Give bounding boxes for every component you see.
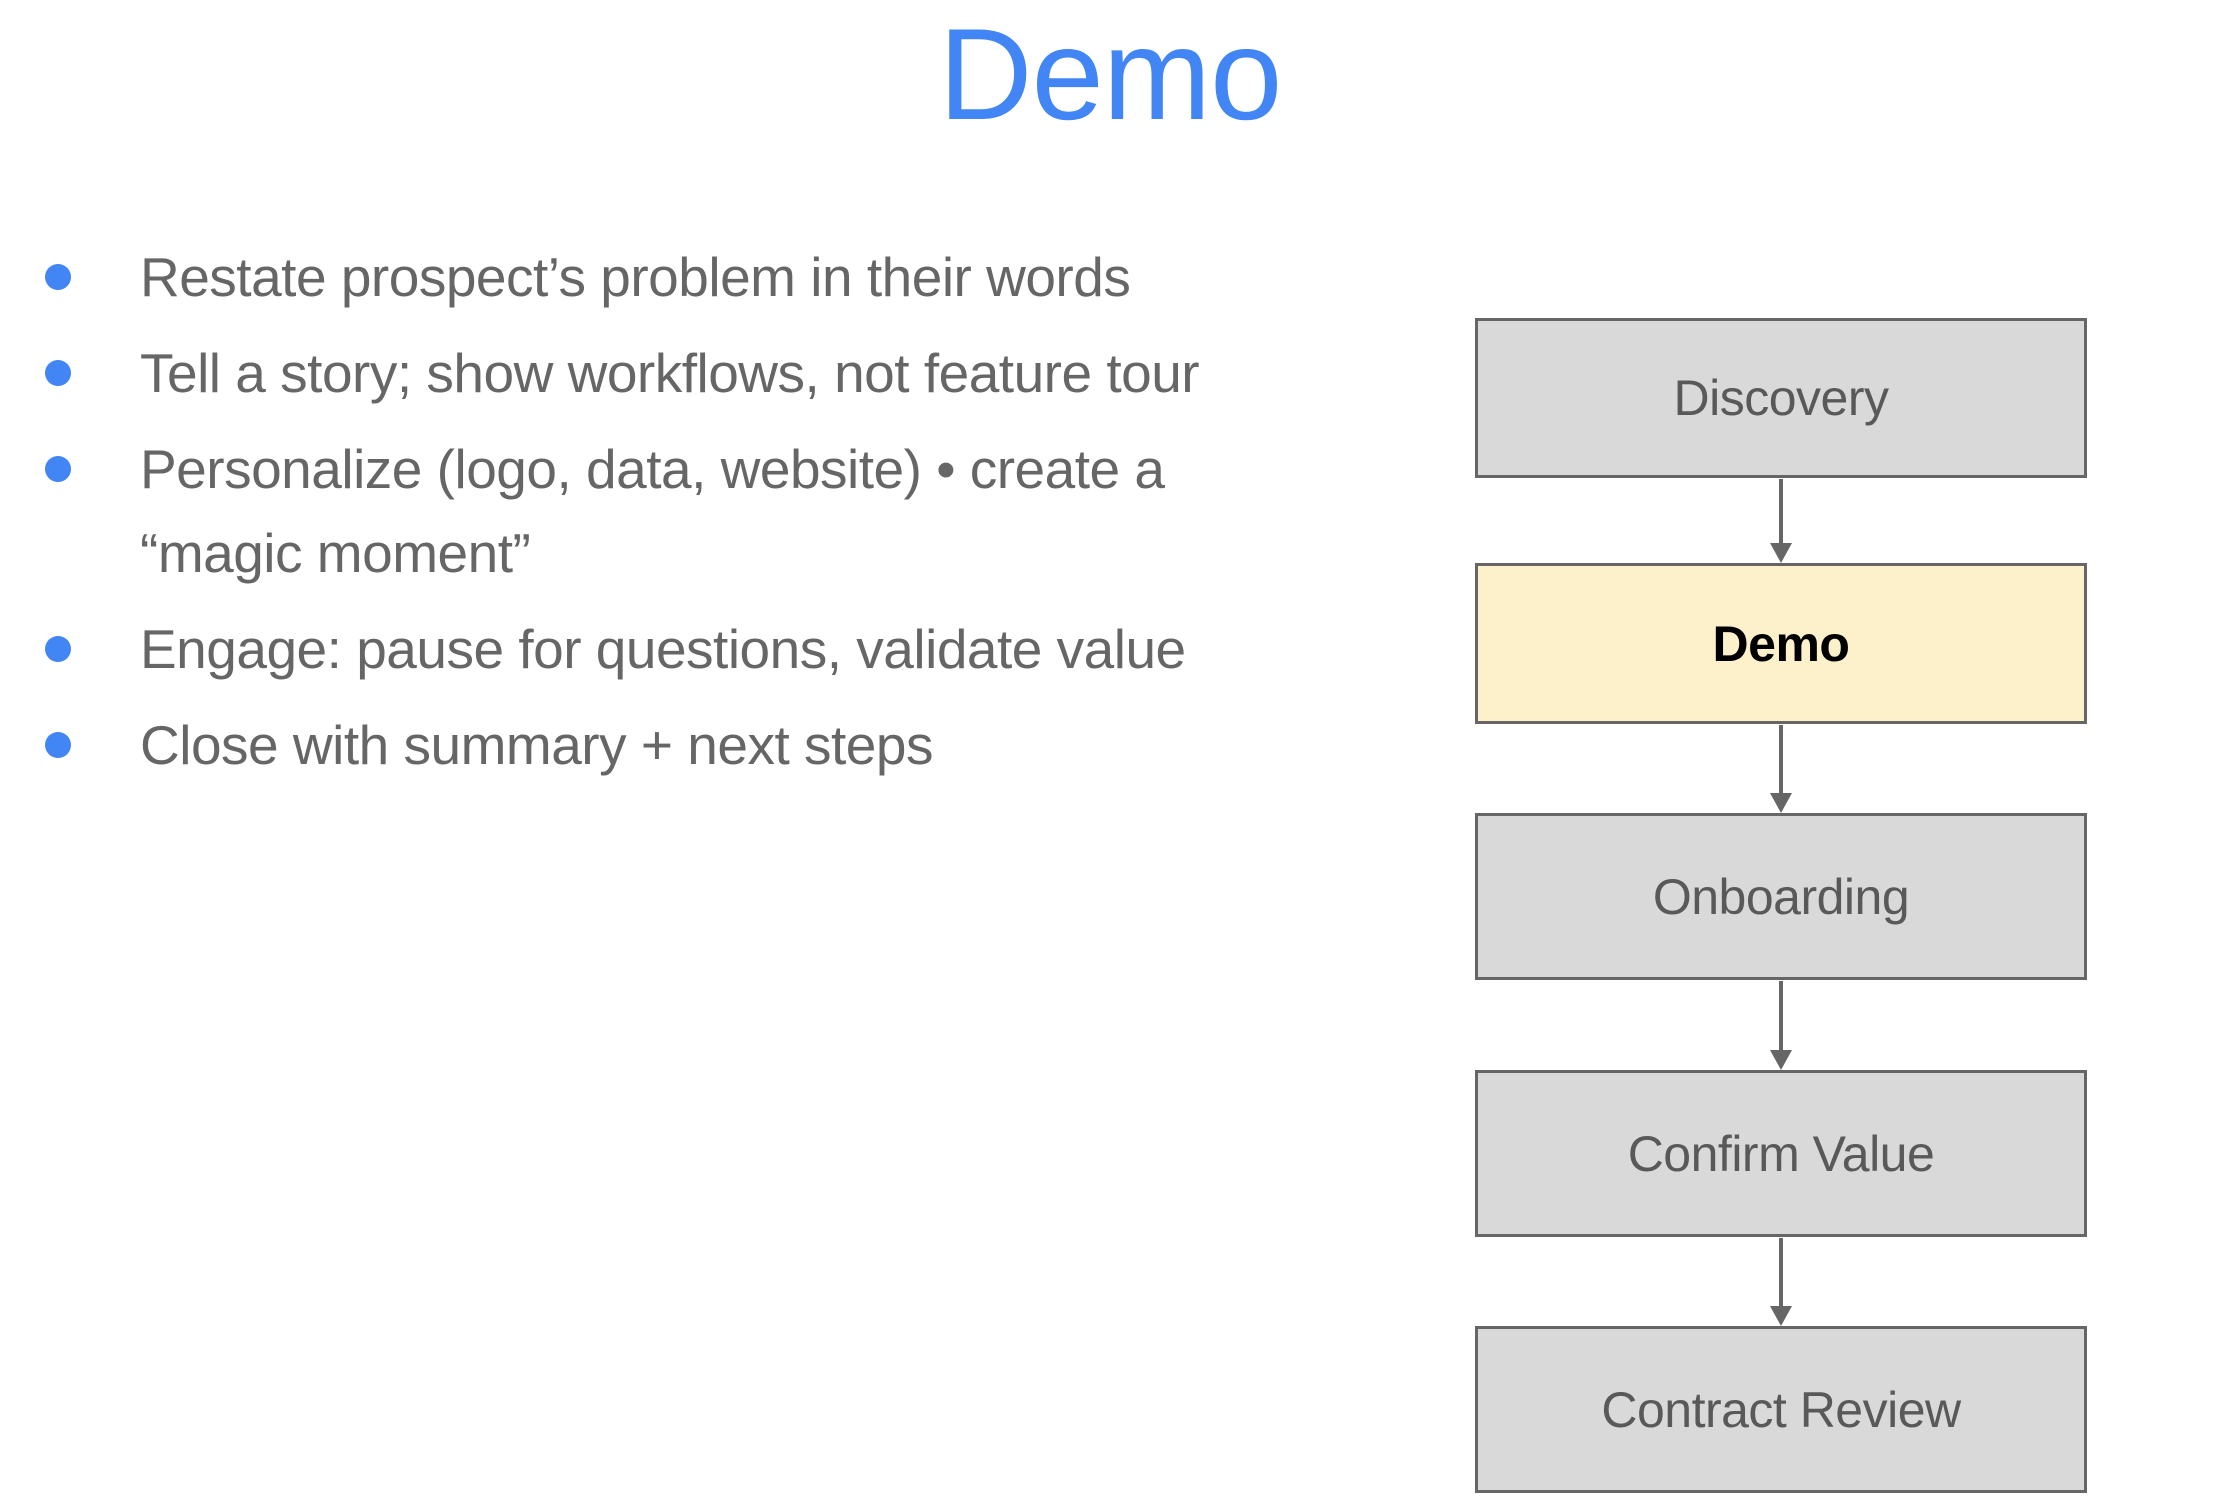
bullet-dot-icon [45, 732, 71, 758]
bullet-dot-icon [45, 456, 71, 482]
flow-arrow-down-icon [1759, 725, 1803, 813]
bullet-text: Tell a story; show workflows, not featur… [140, 342, 1200, 404]
flow-step-demo-active: Demo [1475, 563, 2087, 724]
flow-step-label: Discovery [1673, 370, 1889, 426]
bullet-text-wrap: “magic moment” [140, 522, 531, 584]
arrow-shaft [1779, 725, 1783, 793]
flow-step-discovery: Discovery [1475, 318, 2087, 478]
bullet-text: Close with summary + next steps [140, 714, 933, 776]
bullet-text: Engage: pause for questions, validate va… [140, 618, 1186, 680]
bullet-item: Personalize (logo, data, website) • crea… [0, 427, 1430, 595]
flow-arrow-down-icon [1759, 981, 1803, 1070]
flow-step-contract-review: Contract Review [1475, 1326, 2087, 1493]
arrow-shaft [1779, 1238, 1783, 1306]
flow-step-label: Confirm Value [1627, 1125, 1935, 1182]
flow-step-label: Contract Review [1601, 1381, 1961, 1438]
arrow-head [1770, 793, 1792, 813]
flow-step-onboarding: Onboarding [1475, 813, 2087, 980]
bullet-list: Restate prospect’s problem in their word… [0, 235, 1430, 799]
bullet-item: Restate prospect’s problem in their word… [0, 235, 1430, 319]
arrow-shaft [1779, 981, 1783, 1050]
arrow-shaft [1779, 479, 1783, 543]
bullet-dot-icon [45, 636, 71, 662]
bullet-text: Personalize (logo, data, website) • crea… [140, 438, 1165, 500]
arrow-head [1770, 543, 1792, 563]
arrow-head [1770, 1050, 1792, 1070]
bullet-text: Restate prospect’s problem in their word… [140, 246, 1131, 308]
flow-arrow-down-icon [1759, 1238, 1803, 1326]
bullet-item: Engage: pause for questions, validate va… [0, 607, 1430, 691]
flow-step-label: Demo [1712, 615, 1850, 672]
flow-step-confirm-value: Confirm Value [1475, 1070, 2087, 1237]
flow-arrow-down-icon [1759, 479, 1803, 563]
bullet-dot-icon [45, 264, 71, 290]
bullet-dot-icon [45, 360, 71, 386]
slide-title: Demo [938, 1, 1283, 147]
bullet-item: Tell a story; show workflows, not featur… [0, 331, 1430, 415]
arrow-head [1770, 1306, 1792, 1326]
bullet-item: Close with summary + next steps [0, 703, 1430, 787]
flow-step-label: Onboarding [1652, 868, 1910, 925]
